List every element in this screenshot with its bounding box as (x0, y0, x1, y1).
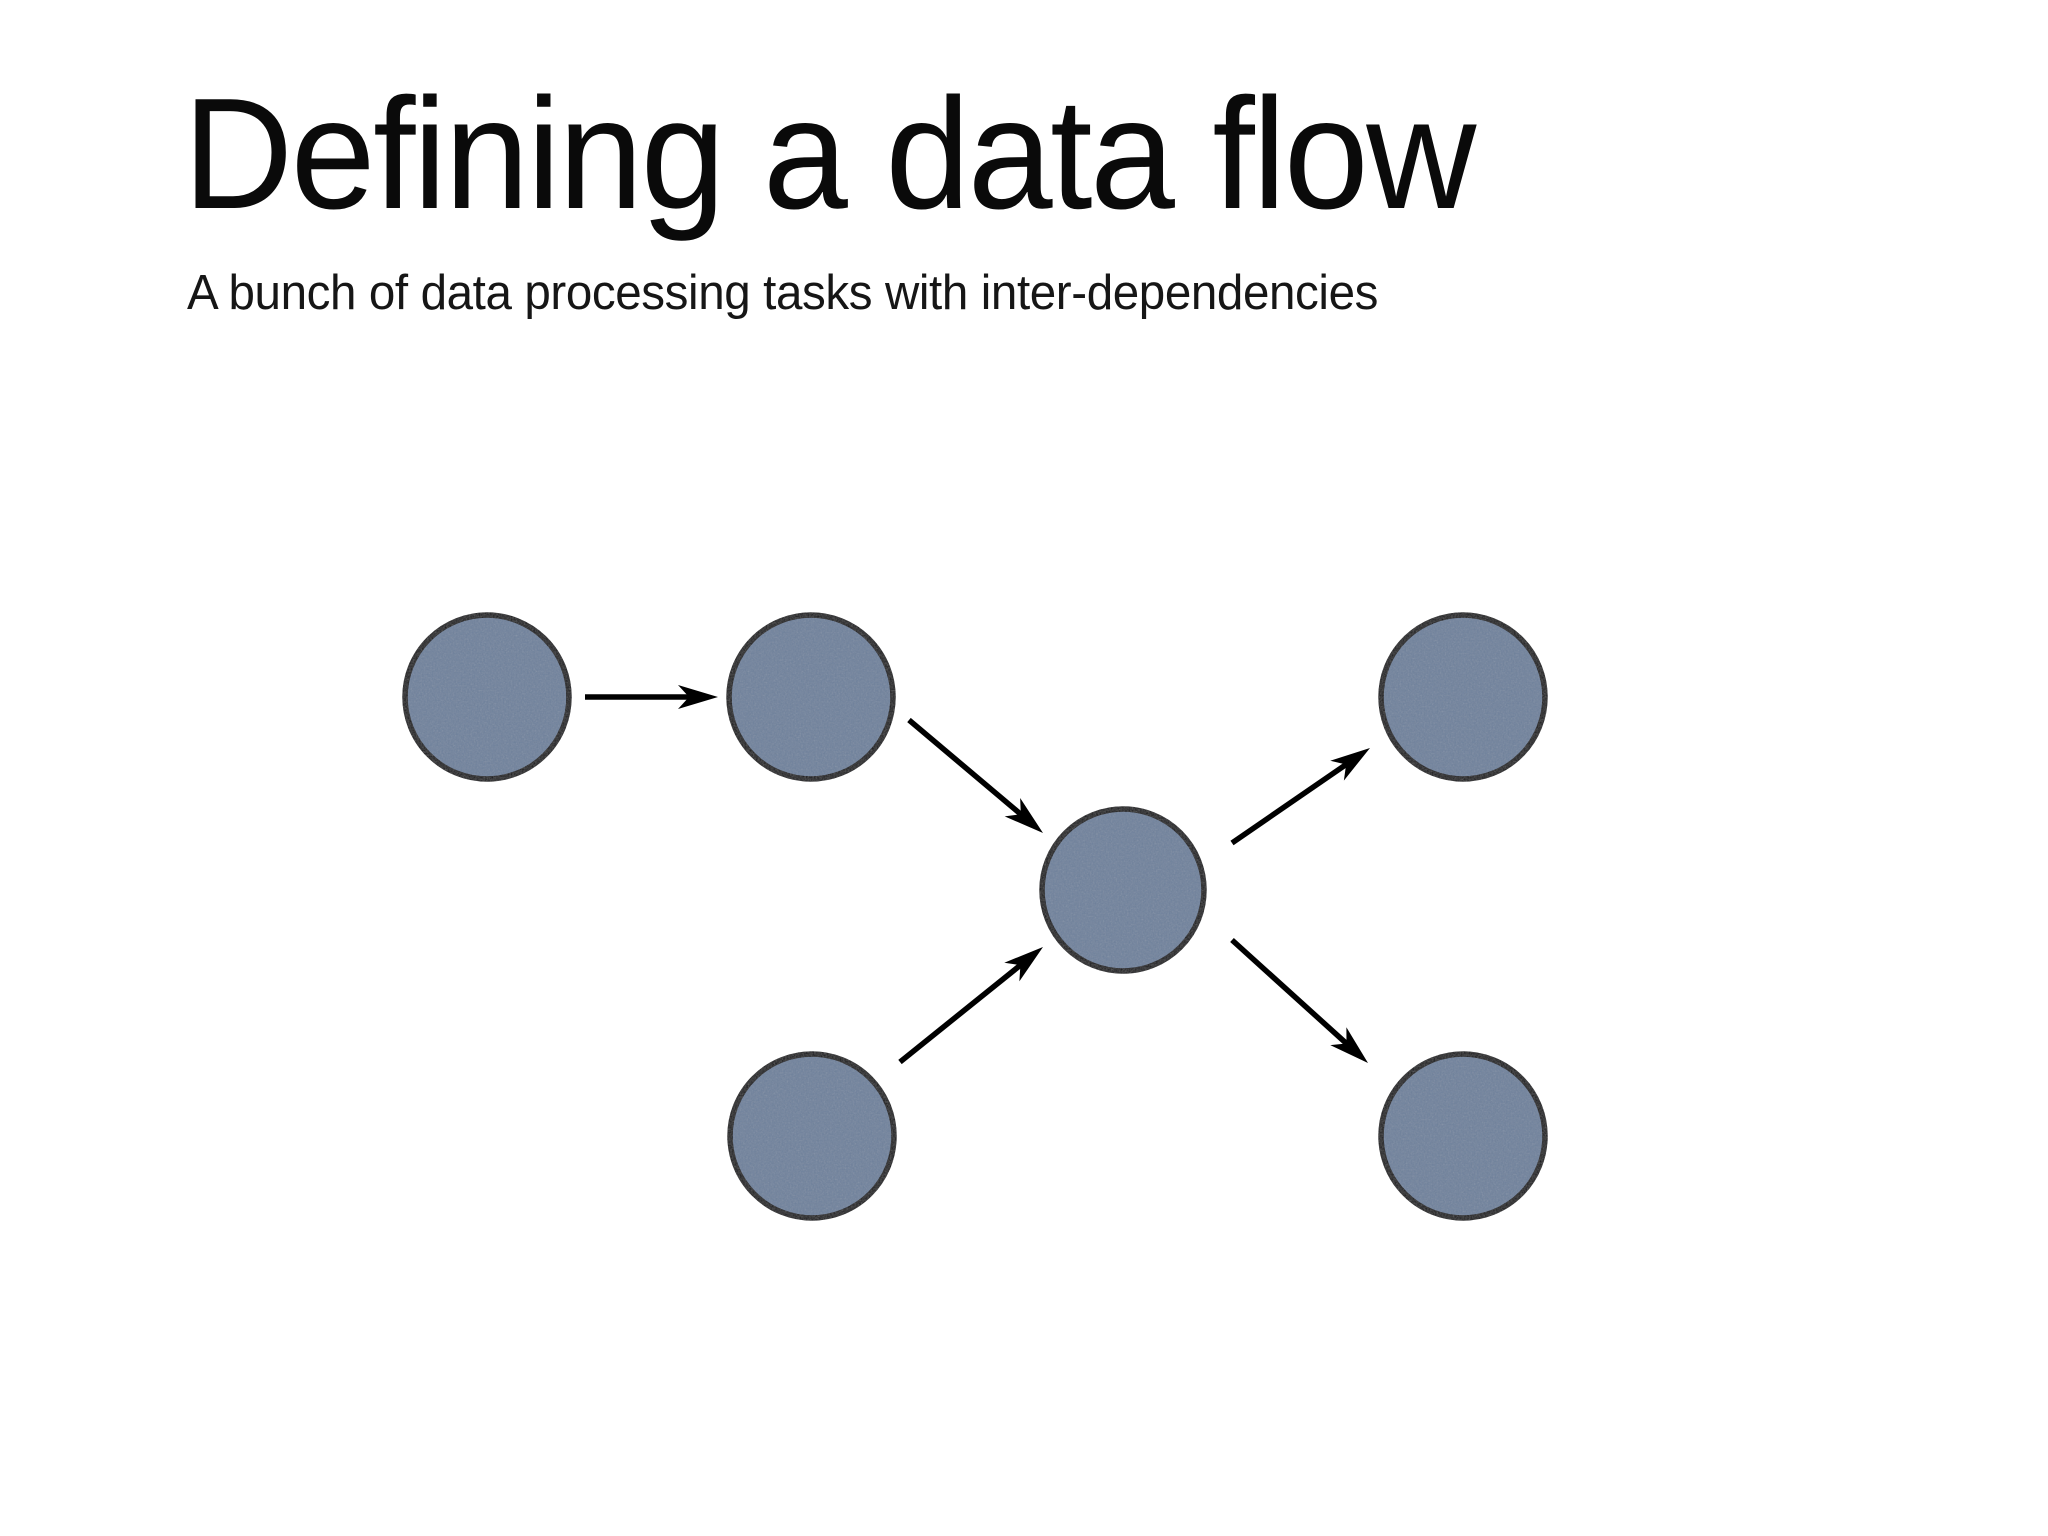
node-circle[interactable] (727, 1051, 897, 1221)
diagram-edge (898, 947, 1043, 1065)
page-title: Defining a data flow (183, 66, 1476, 242)
edge-shaft (898, 962, 1023, 1065)
edge-shaft (1230, 762, 1348, 846)
diagram-edge (1230, 937, 1368, 1063)
diagram-edge (1230, 748, 1370, 846)
diagram-nodes-layer (402, 612, 1548, 1221)
diagram-edge (907, 717, 1043, 833)
diagram-node-source-a[interactable] (402, 612, 572, 782)
node-circle[interactable] (1039, 806, 1207, 974)
slide-header: Defining a data flow A bunch of data pro… (183, 66, 1883, 323)
diagram-node-stage-b[interactable] (726, 612, 896, 782)
edge-arrowhead-icon (1004, 798, 1043, 833)
edge-arrowhead-icon (1330, 1027, 1368, 1063)
edge-shaft (907, 717, 1023, 817)
diagram-node-sink-f[interactable] (1378, 1051, 1548, 1221)
node-circle[interactable] (726, 612, 896, 782)
edge-shaft (1230, 937, 1349, 1046)
edge-arrowhead-icon (678, 685, 718, 709)
diagram-node-source-c[interactable] (727, 1051, 897, 1221)
page-subtitle: A bunch of data processing tasks with in… (187, 265, 1379, 320)
diagram-node-sink-e[interactable] (1378, 612, 1548, 782)
diagram-edge (585, 685, 718, 709)
diagram-edges-layer (585, 685, 1370, 1065)
node-circle[interactable] (1378, 1051, 1548, 1221)
diagram-node-hub-d[interactable] (1039, 806, 1207, 974)
edge-arrowhead-icon (1330, 748, 1370, 781)
node-circle[interactable] (1378, 612, 1548, 782)
node-circle[interactable] (402, 612, 572, 782)
edge-arrowhead-icon (1004, 947, 1043, 982)
